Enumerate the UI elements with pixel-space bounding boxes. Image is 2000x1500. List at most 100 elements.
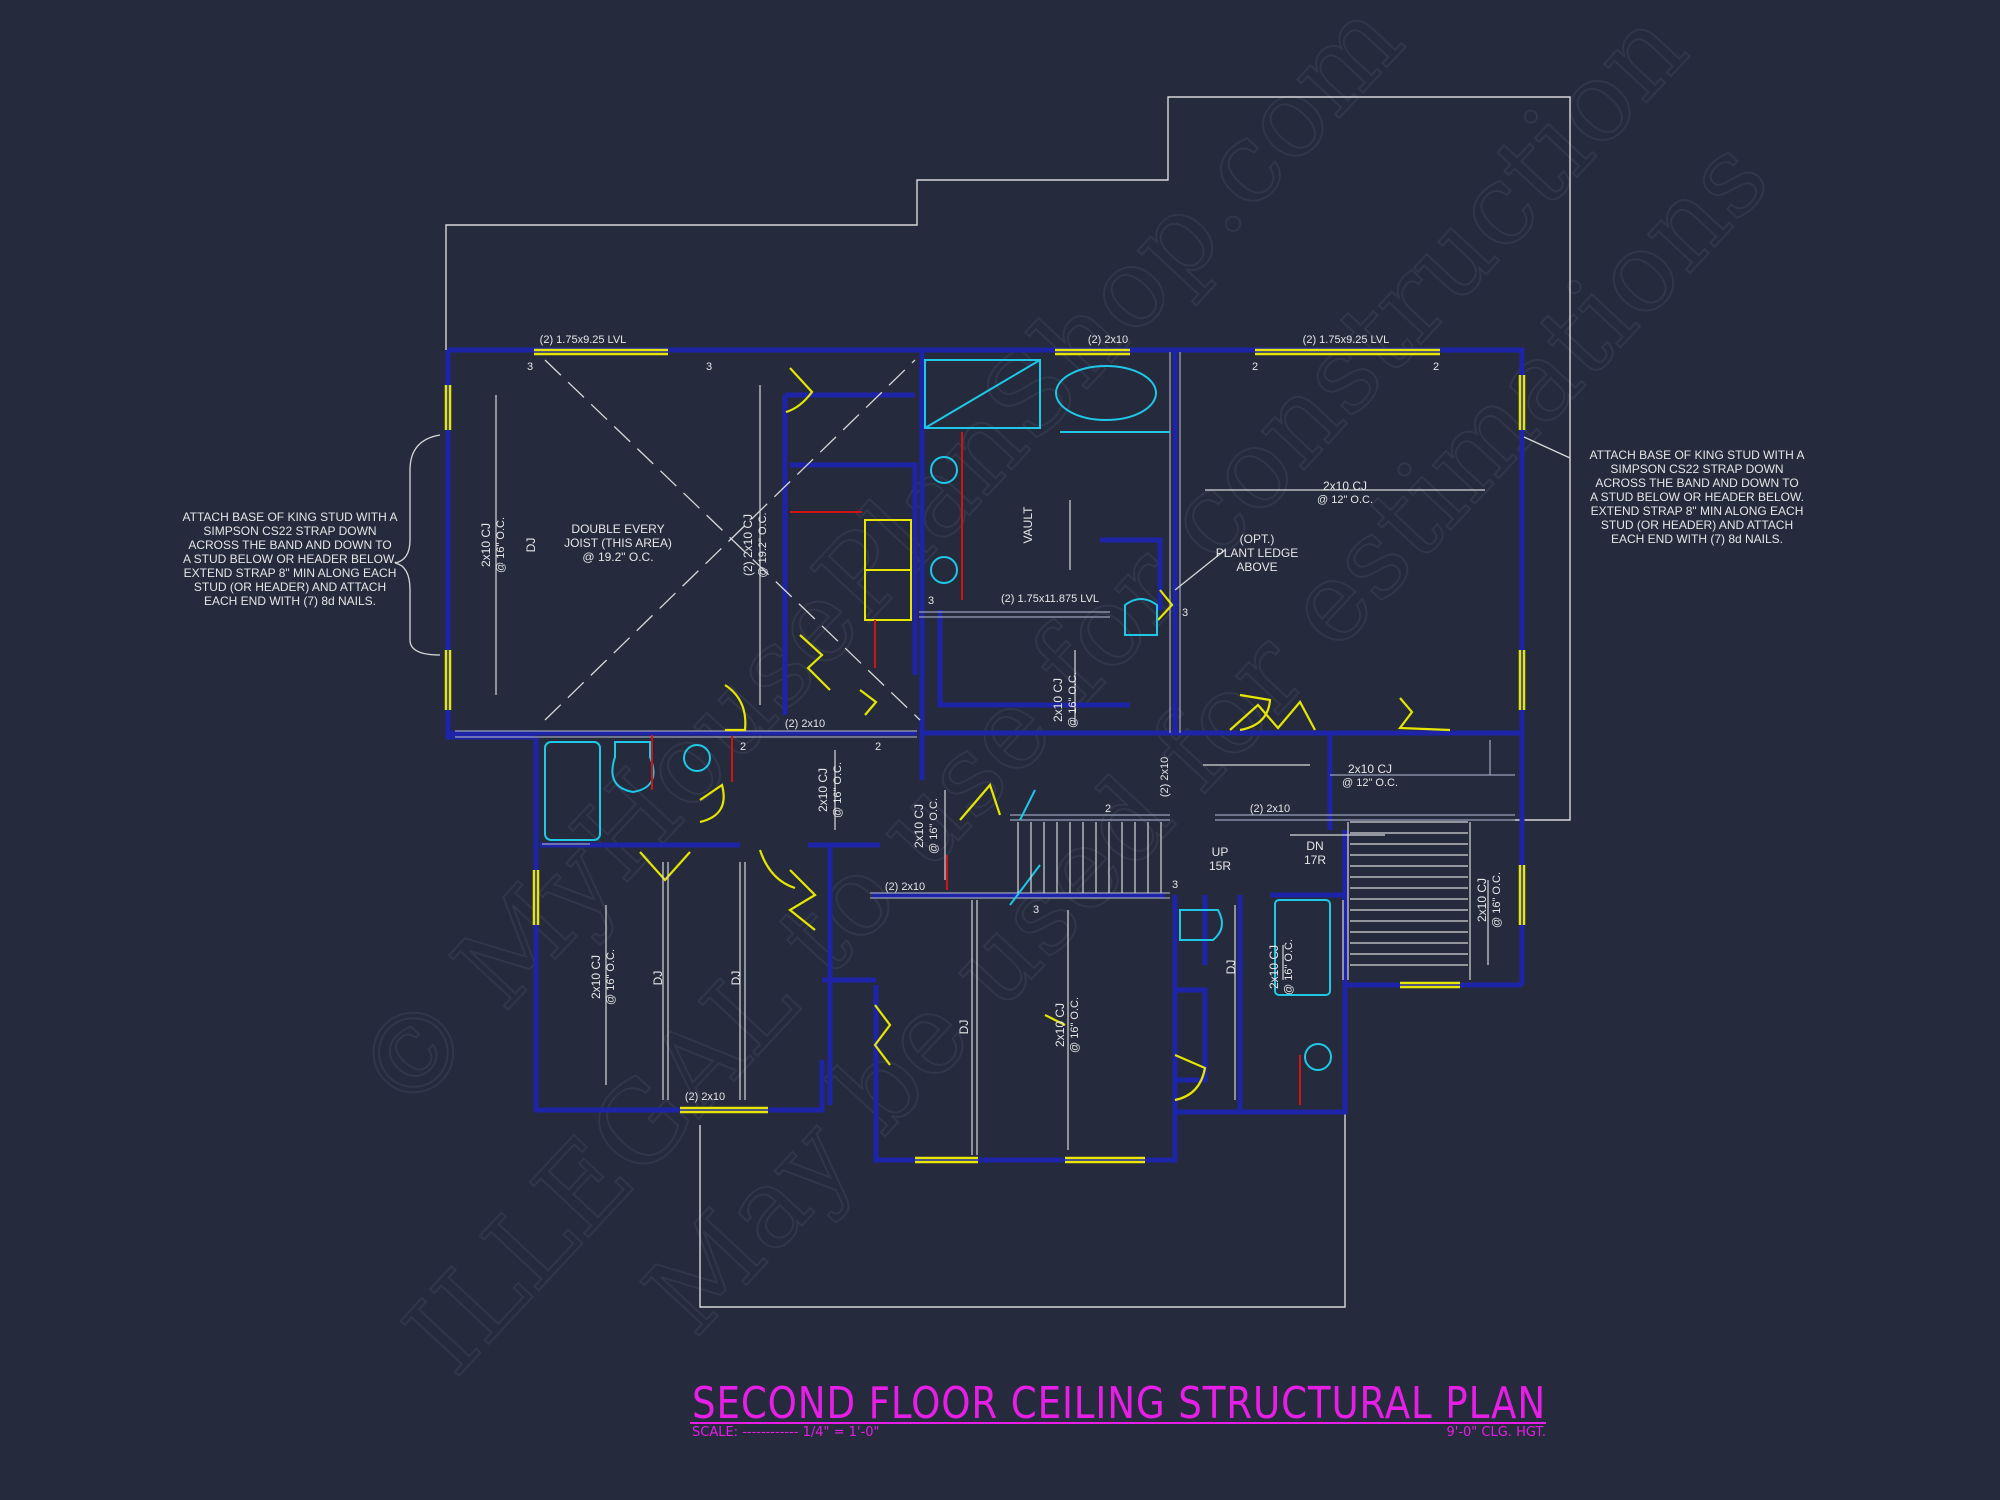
- watermark-line-2: ILLEGAL to use for construction: [380, 0, 1710, 1398]
- title-block: SECOND FLOOR CEILING STRUCTURAL PLAN SCA…: [690, 1378, 1546, 1440]
- bearing-mark: 3: [1033, 904, 1039, 916]
- svg-text:2x10 CJ: 2x10 CJ: [479, 523, 493, 567]
- right-note-line-3: ACROSS THE BAND AND DOWN TO: [1595, 476, 1798, 490]
- right-note-line-5: EXTEND STRAP 8" MIN ALONG EACH: [1591, 504, 1804, 518]
- sink-left: [930, 456, 958, 484]
- dryer: [864, 569, 912, 621]
- joist-label-master: 2x10 CJ @ 12" O.C.: [1317, 479, 1373, 506]
- svg-text:2x10 CJ: 2x10 CJ: [1475, 878, 1489, 922]
- toilet-master: [1124, 598, 1158, 636]
- sink-left-2: [930, 556, 958, 584]
- stair-up-risers: 15R: [1209, 859, 1231, 873]
- ceiling-height: 9'-0" CLG. HGT.: [1447, 1425, 1547, 1440]
- laundry: [864, 519, 912, 621]
- plan-title: SECOND FLOOR CEILING STRUCTURAL PLAN: [692, 1378, 1546, 1429]
- dj-label-2: DJ: [651, 971, 665, 986]
- doors: [639, 367, 1451, 1102]
- svg-text:@ 16" O.C.: @ 16" O.C.: [605, 949, 617, 1005]
- shower: [924, 359, 1041, 429]
- svg-text:@ 16" O.C.: @ 16" O.C.: [1069, 997, 1081, 1053]
- bearing-mark: 3: [706, 361, 712, 373]
- svg-text:2x10 CJ: 2x10 CJ: [1267, 945, 1281, 989]
- plant-ledge-note-3: ABOVE: [1236, 560, 1277, 574]
- joist-label-stair: 2x10 CJ @ 16" O.C.: [1475, 872, 1503, 928]
- bearing-mark: 3: [928, 595, 934, 607]
- svg-text:@ 16" O.C.: @ 16" O.C.: [928, 798, 940, 854]
- header-lvl-left: (2) 1.75x9.25 LVL: [540, 334, 627, 346]
- svg-text:2x10 CJ: 2x10 CJ: [1348, 762, 1392, 776]
- bearing-mark: 2: [1105, 803, 1111, 815]
- dj-label-5: DJ: [1224, 960, 1238, 975]
- plant-ledge-note-1: (OPT.): [1240, 532, 1275, 546]
- svg-text:@ 19.2" O.C.: @ 19.2" O.C.: [757, 512, 769, 577]
- stair-up-label: UP: [1212, 845, 1229, 859]
- labels: ATTACH BASE OF KING STUD WITH A SIMPSON …: [183, 334, 1805, 1103]
- svg-text:@ 16" O.C.: @ 16" O.C.: [1067, 672, 1079, 728]
- header-2x10-vert: (2) 2x10: [1159, 757, 1171, 797]
- right-note-line-7: EACH END WITH (7) 8d NAILS.: [1611, 532, 1783, 546]
- joist-label-hall2: 2x10 CJ @ 16" O.C.: [912, 798, 940, 854]
- svg-text:2x10 CJ: 2x10 CJ: [1323, 479, 1367, 493]
- plan-scale: SCALE: ------------ 1/4" = 1'-0": [692, 1425, 879, 1440]
- right-note-line-4: A STUD BELOW OR HEADER BELOW.: [1590, 490, 1804, 504]
- sink-hall-2: [1304, 1043, 1332, 1071]
- bearing-mark: 2: [1252, 361, 1258, 373]
- vault-label: VAULT: [1021, 506, 1035, 544]
- left-note-line-3: ACROSS THE BAND AND DOWN TO: [188, 538, 391, 552]
- joist-label-br2: 2x10 CJ @ 16" O.C.: [589, 949, 617, 1005]
- walls: [445, 347, 1525, 1163]
- bearing-mark: 2: [740, 741, 746, 753]
- header-2x10-bottom: (2) 2x10: [685, 1091, 725, 1103]
- left-note-line-4: A STUD BELOW OR HEADER BELOW.: [183, 552, 397, 566]
- plant-ledge-note-2: PLANT LEDGE: [1216, 546, 1298, 560]
- svg-text:@ 12" O.C.: @ 12" O.C.: [1342, 777, 1398, 789]
- tub-hall: [1274, 899, 1331, 996]
- toilet-hall: [1179, 909, 1223, 941]
- tub-left: [544, 741, 601, 841]
- stair-dn-label: DN: [1306, 839, 1323, 853]
- left-note-line-2: SIMPSON CS22 STRAP DOWN: [203, 524, 376, 538]
- double-joist-note-1: DOUBLE EVERY: [571, 522, 664, 536]
- left-note-line-7: EACH END WITH (7) 8d NAILS.: [204, 594, 376, 608]
- left-note-line-5: EXTEND STRAP 8" MIN ALONG EACH: [184, 566, 397, 580]
- svg-text:2x10 CJ: 2x10 CJ: [589, 955, 603, 999]
- joist-label-dbl: (2) 2x10 CJ @ 19.2" O.C.: [741, 512, 769, 577]
- svg-text:(2) 2x10 CJ: (2) 2x10 CJ: [741, 514, 755, 576]
- svg-text:@ 12" O.C.: @ 12" O.C.: [1317, 494, 1373, 506]
- joist-label-right: 2x10 CJ @ 12" O.C.: [1342, 762, 1398, 789]
- svg-text:@ 16" O.C.: @ 16" O.C.: [495, 517, 507, 573]
- svg-text:@ 16" O.C.: @ 16" O.C.: [1283, 939, 1295, 995]
- sink-hall: [683, 744, 711, 772]
- double-joist-note-3: @ 19.2" O.C.: [582, 550, 653, 564]
- double-joist-note-2: JOIST (THIS AREA): [564, 536, 672, 550]
- note-leaders: [394, 434, 1571, 656]
- fixtures: [544, 359, 1332, 1071]
- dj-label-3: DJ: [729, 971, 743, 986]
- joist-label-hall: 2x10 CJ @ 16" O.C.: [816, 762, 844, 818]
- svg-text:2x10 CJ: 2x10 CJ: [1051, 678, 1065, 722]
- bearing-mark: 3: [527, 361, 533, 373]
- joist-label-br3: 2x10 CJ @ 16" O.C.: [1053, 997, 1081, 1053]
- header-lvl-right: (2) 1.75x9.25 LVL: [1303, 334, 1390, 346]
- right-note: ATTACH BASE OF KING STUD WITH A SIMPSON …: [1590, 448, 1805, 546]
- svg-text:2x10 CJ: 2x10 CJ: [912, 804, 926, 848]
- stair-dn-risers: 17R: [1304, 853, 1326, 867]
- dj-label-4: DJ: [957, 1020, 971, 1035]
- svg-text:2x10 CJ: 2x10 CJ: [1053, 1003, 1067, 1047]
- bearing-mark: 2: [1433, 361, 1439, 373]
- right-note-line-2: SIMPSON CS22 STRAP DOWN: [1610, 462, 1783, 476]
- windows: [444, 348, 1526, 1164]
- svg-text:@ 16" O.C.: @ 16" O.C.: [832, 762, 844, 818]
- left-note-line-1: ATTACH BASE OF KING STUD WITH A: [183, 510, 398, 524]
- bearing-mark: 2: [875, 741, 881, 753]
- svg-text:@ 16" O.C.: @ 16" O.C.: [1491, 872, 1503, 928]
- stair-treads: [1017, 821, 1471, 980]
- joist-arrows: [495, 385, 1489, 1155]
- joist-label-bath: 2x10 CJ @ 16" O.C.: [1267, 939, 1295, 995]
- header-2x10-hall: (2) 2x10: [1250, 803, 1290, 815]
- tub: [1055, 365, 1157, 421]
- header-2x10-stair: (2) 2x10: [885, 881, 925, 893]
- svg-text:2x10 CJ: 2x10 CJ: [816, 768, 830, 812]
- joist-label-mid: 2x10 CJ @ 16" O.C.: [1051, 672, 1079, 728]
